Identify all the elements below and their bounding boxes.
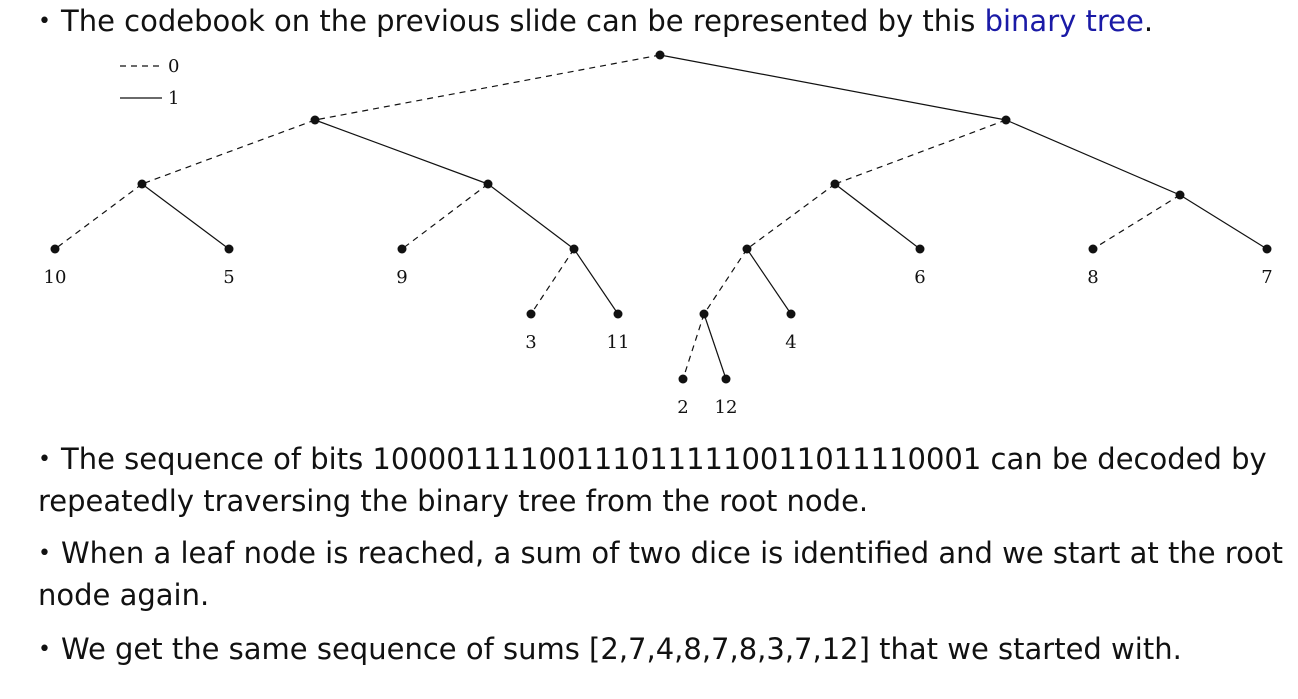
tree-internal-node: [699, 309, 709, 319]
tree-edge-zero: [401, 183, 489, 250]
tree-leaf-label: 11: [607, 332, 630, 353]
tree-edges: [54, 54, 1268, 380]
tree-leaf-label: 12: [715, 397, 738, 418]
tree-edge-one: [573, 248, 619, 315]
tree-leaf-node: [721, 374, 731, 384]
tree-leaf-node: [397, 244, 407, 254]
tree-internal-node: [830, 179, 840, 189]
legend-label-1: 1: [168, 88, 179, 109]
tree-leaf-node: [786, 309, 796, 319]
tree-leaf-node: [915, 244, 925, 254]
tree-leaf-label: 2: [677, 397, 688, 418]
tree-leaf-node: [678, 374, 688, 384]
bullet-icon: •: [38, 9, 51, 34]
tree-edge-zero: [746, 183, 836, 250]
tree-edge-zero: [682, 313, 705, 380]
paragraph-1-line-1: • The sequence of bits 100001111001110111…: [38, 438, 1278, 484]
paragraph-2-text-cont: node again.: [38, 578, 210, 612]
tree-edge-one: [703, 313, 727, 380]
tree-edge-one: [1005, 119, 1181, 196]
paragraph-1-text-cont: repeatedly traversing the binary tree fr…: [38, 484, 869, 518]
tree-internal-node: [1175, 190, 1185, 200]
tree-edge-zero: [141, 119, 316, 185]
intro-period: .: [1143, 4, 1154, 38]
paragraph-2-line-2: node again.: [38, 574, 1278, 616]
tree-edge-one: [1179, 194, 1268, 250]
tree-edge-zero: [530, 248, 575, 315]
tree-edge-one: [834, 183, 921, 250]
tree-internal-node: [483, 179, 493, 189]
tree-internal-node: [655, 50, 665, 60]
tree-leaf-label: 9: [396, 267, 407, 288]
intro-text: The codebook on the previous slide can b…: [60, 4, 985, 38]
tree-internal-node: [569, 244, 579, 254]
tree-leaf-node: [50, 244, 60, 254]
tree-edge-zero: [834, 119, 1007, 185]
bullet-icon: •: [38, 637, 51, 662]
tree-leaf-node: [613, 309, 623, 319]
tree-leaf-node: [1088, 244, 1098, 254]
paragraph-2-line-1: • When a leaf node is reached, a sum of t…: [38, 532, 1283, 578]
tree-internal-node: [137, 179, 147, 189]
tree-edge-zero: [54, 183, 143, 250]
tree-edge-one: [314, 119, 489, 185]
tree-edge-zero: [314, 54, 661, 121]
tree-internal-node: [742, 244, 752, 254]
tree-leaf-label: 8: [1087, 267, 1098, 288]
paragraph-3-line-1: • We get the same sequence of sums [2,7,4…: [38, 628, 1278, 674]
tree-internal-node: [1001, 115, 1011, 125]
tree-leaf-label: 3: [525, 332, 536, 353]
bullet-icon: •: [38, 541, 51, 566]
binary-tree-link[interactable]: binary tree: [984, 4, 1144, 38]
bullet-icon: •: [38, 447, 51, 472]
tree-edge-one: [746, 248, 792, 315]
tree-leaf-node: [224, 244, 234, 254]
tree-leaf-node: [526, 309, 536, 319]
tree-internal-node: [310, 115, 320, 125]
tree-edge-zero: [703, 248, 748, 315]
tree-leaf-label: 7: [1261, 267, 1272, 288]
legend-label-0: 0: [168, 56, 179, 77]
tree-nodes: [50, 50, 1272, 384]
tree-edge-one: [659, 54, 1007, 121]
tree-leaf-label: 6: [914, 267, 925, 288]
tree-leaf-labels: 10 5 9 3 11 6 4 2 12 8 7: [44, 267, 1273, 418]
legend: 0 1: [120, 56, 179, 109]
paragraph-3-text: We get the same sequence of sums [2,7,4,…: [60, 632, 1182, 666]
tree-leaf-node: [1262, 244, 1272, 254]
tree-edge-zero: [1092, 194, 1181, 250]
paragraph-2-text: When a leaf node is reached, a sum of tw…: [60, 536, 1283, 570]
tree-leaf-label: 5: [223, 267, 234, 288]
paragraph-1-text: The sequence of bits 1000011110011101111…: [60, 442, 1267, 476]
tree-leaf-label: 10: [44, 267, 67, 288]
tree-leaf-label: 4: [785, 332, 796, 353]
paragraph-1-line-2: repeatedly traversing the binary tree fr…: [38, 480, 1278, 522]
tree-edge-one: [487, 183, 575, 250]
tree-edge-one: [141, 183, 230, 250]
intro-line: • The codebook on the previous slide can …: [38, 0, 1278, 46]
